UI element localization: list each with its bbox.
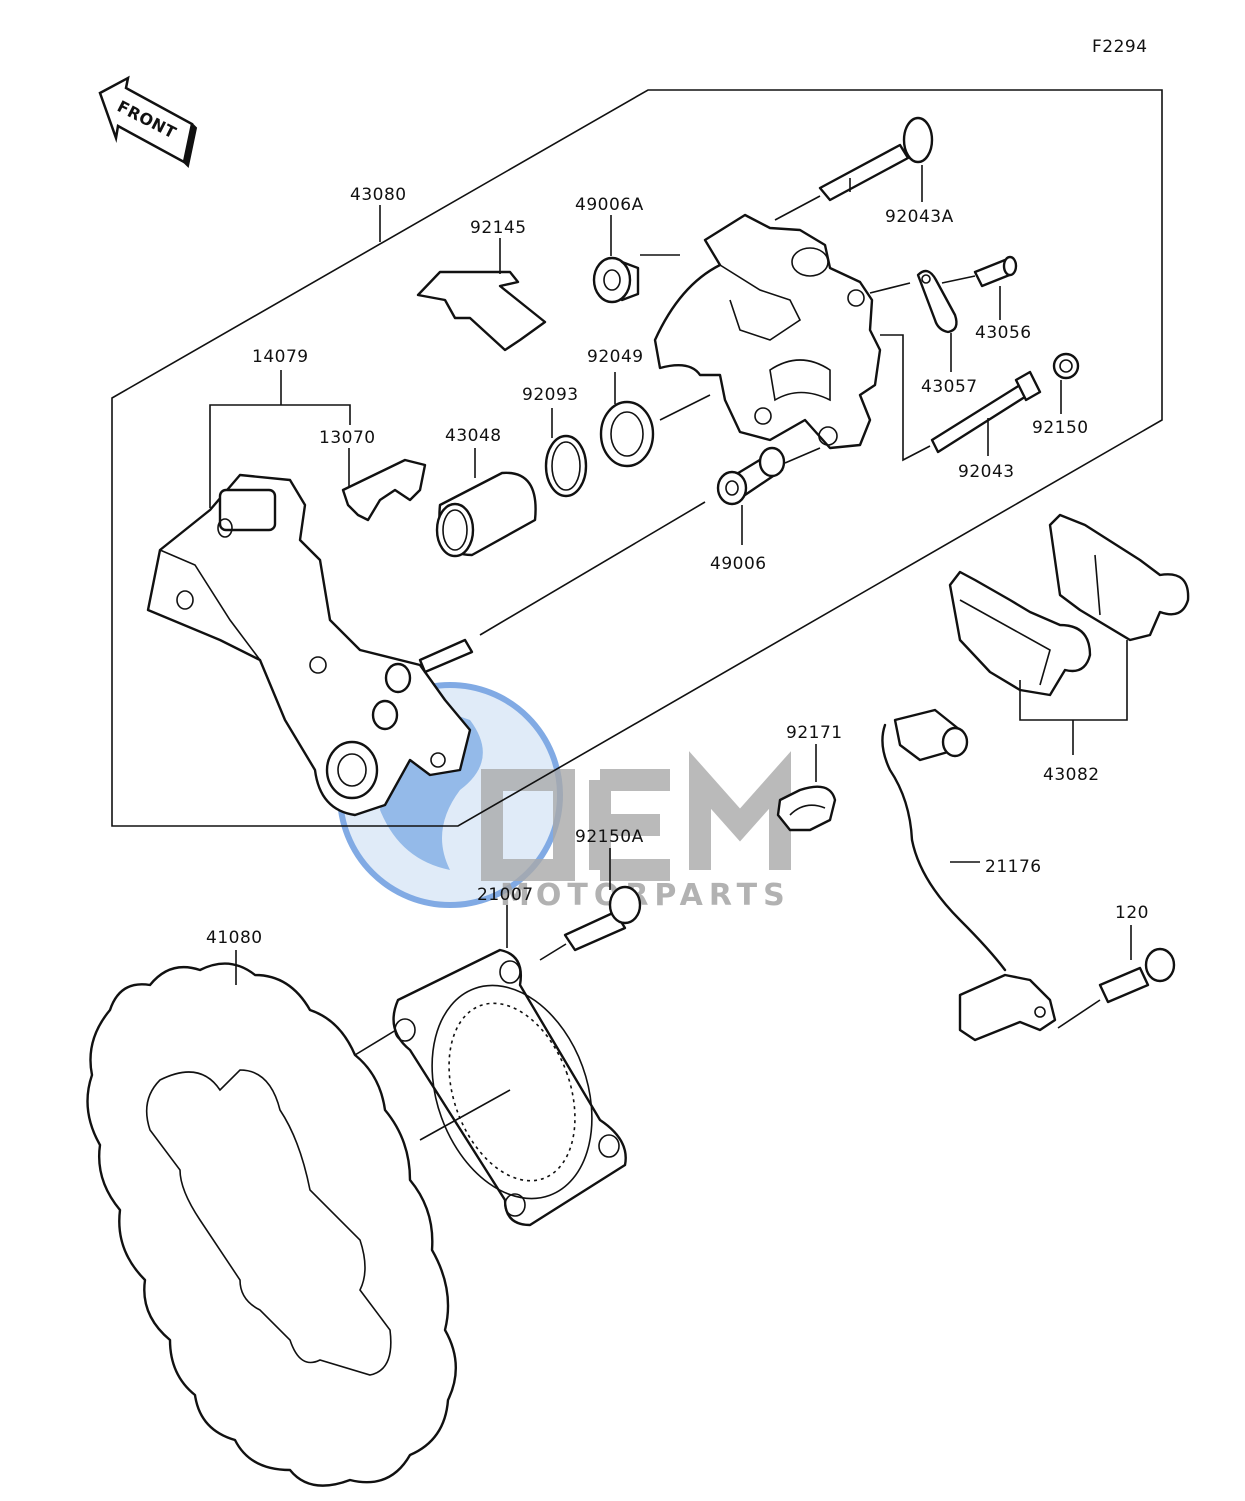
sensor-21176	[881, 708, 1057, 1042]
label-92145: 92145	[470, 218, 527, 238]
label-21176: 21176	[985, 857, 1042, 877]
piston-43048	[435, 471, 537, 558]
plug-92150	[1052, 352, 1080, 380]
label-92093: 92093	[522, 385, 579, 405]
bracket-14079	[146, 473, 474, 817]
label-14079: 14079	[252, 347, 309, 367]
label-92043A: 92043A	[885, 207, 954, 227]
label-92049: 92049	[587, 347, 644, 367]
label-120: 120	[1115, 903, 1149, 923]
label-92171: 92171	[786, 723, 843, 743]
bolt-92150A	[563, 885, 642, 952]
brake-disc-41080	[86, 962, 458, 1487]
bleeder-43056	[973, 255, 1018, 288]
label-92150: 92150	[1032, 418, 1089, 438]
label-43080: 43080	[350, 185, 407, 205]
pad-retainer-13070	[341, 458, 427, 522]
label-49006: 49006	[710, 554, 767, 574]
seal-ring-92093	[544, 434, 588, 498]
watermark-text: MOTORPARTS	[500, 878, 791, 913]
bolt-120	[1098, 947, 1176, 1004]
seal-92049	[599, 400, 655, 468]
label-43048: 43048	[445, 426, 502, 446]
label-92043: 92043	[958, 462, 1015, 482]
label-43056: 43056	[975, 323, 1032, 343]
clamp-92171	[776, 785, 837, 832]
sensor-rotor-21007	[392, 948, 627, 1227]
boot-49006A	[592, 256, 640, 304]
watermark: MOTORPARTS	[337, 682, 791, 913]
caliper-kit-outline	[111, 89, 1163, 827]
pad-spring-92145	[416, 270, 547, 352]
label-13070: 13070	[319, 428, 376, 448]
label-41080: 41080	[206, 928, 263, 948]
front-arrow-icon: FRONT	[98, 75, 198, 169]
cap-43057	[916, 269, 958, 334]
boot-49006	[716, 446, 786, 506]
caliper-body	[653, 213, 882, 450]
label-92150A: 92150A	[575, 827, 644, 847]
brake-pads-43082	[948, 513, 1190, 697]
figure-code: F2294	[1092, 37, 1148, 57]
pin-92043A	[818, 116, 934, 202]
label-43082: 43082	[1043, 765, 1100, 785]
label-43057: 43057	[921, 377, 978, 397]
label-21007: 21007	[477, 885, 534, 905]
pin-92043	[930, 370, 1042, 454]
label-49006A: 49006A	[575, 195, 644, 215]
